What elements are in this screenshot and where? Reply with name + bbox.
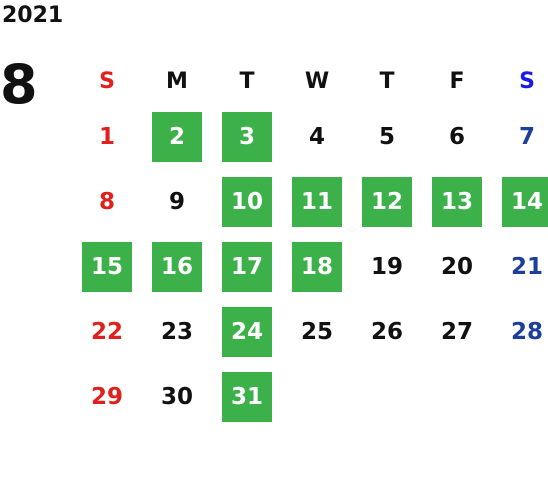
day-cell[interactable]: 30: [142, 364, 212, 429]
day-cell[interactable]: 31: [212, 364, 282, 429]
day-number: 18: [292, 241, 342, 292]
day-number: 27: [440, 318, 473, 345]
day-cell[interactable]: 20: [422, 234, 492, 299]
day-number: 2: [152, 111, 202, 162]
day-number: 29: [90, 383, 123, 410]
day-cell[interactable]: 18: [282, 234, 352, 299]
day-cell[interactable]: 27: [422, 299, 492, 364]
weekday-header: S: [99, 68, 115, 94]
day-cell[interactable]: 6: [422, 104, 492, 169]
day-cell[interactable]: 14: [492, 169, 548, 234]
day-cell[interactable]: 23: [142, 299, 212, 364]
day-number: 22: [90, 318, 123, 345]
day-number: 14: [502, 176, 548, 227]
day-number: 16: [152, 241, 202, 292]
day-number: 21: [510, 253, 543, 280]
day-cell[interactable]: 9: [142, 169, 212, 234]
day-cell[interactable]: 11: [282, 169, 352, 234]
weekday-header: M: [166, 68, 188, 94]
day-number: 11: [292, 176, 342, 227]
day-cell[interactable]: 16: [142, 234, 212, 299]
day-cell[interactable]: 22: [72, 299, 142, 364]
day-cell[interactable]: 25: [282, 299, 352, 364]
day-cell[interactable]: 19: [352, 234, 422, 299]
day-number: 28: [510, 318, 543, 345]
empty-cell: [422, 364, 492, 429]
weekday-header: S: [519, 68, 535, 94]
day-number: 19: [370, 253, 403, 280]
day-cell[interactable]: 28: [492, 299, 548, 364]
day-number: 24: [222, 306, 272, 357]
calendar-year: 2021: [2, 3, 64, 28]
day-number: 15: [82, 241, 132, 292]
empty-cell: [352, 364, 422, 429]
day-number: 30: [160, 383, 193, 410]
day-number: 6: [448, 123, 465, 150]
day-number: 9: [168, 188, 185, 215]
day-number: 4: [308, 123, 325, 150]
day-number: 7: [518, 123, 535, 150]
day-number: 17: [222, 241, 272, 292]
empty-cell: [282, 364, 352, 429]
day-cell[interactable]: 29: [72, 364, 142, 429]
day-cell[interactable]: 26: [352, 299, 422, 364]
day-cell[interactable]: 1: [72, 104, 142, 169]
day-cell[interactable]: 8: [72, 169, 142, 234]
day-number: 12: [362, 176, 412, 227]
day-cell[interactable]: 24: [212, 299, 282, 364]
day-cell[interactable]: 3: [212, 104, 282, 169]
day-number: 31: [222, 371, 272, 422]
day-number: [362, 372, 412, 422]
day-number: 13: [432, 176, 482, 227]
day-number: 20: [440, 253, 473, 280]
day-number: [502, 372, 548, 422]
calendar-month: 8: [0, 53, 38, 116]
day-number: 8: [98, 188, 115, 215]
day-number: [292, 372, 342, 422]
day-cell[interactable]: 15: [72, 234, 142, 299]
day-number: 10: [222, 176, 272, 227]
weekday-header: F: [449, 68, 465, 94]
day-cell[interactable]: 12: [352, 169, 422, 234]
day-number: 3: [222, 111, 272, 162]
day-cell[interactable]: 21: [492, 234, 548, 299]
day-cell[interactable]: 17: [212, 234, 282, 299]
empty-cell: [492, 364, 548, 429]
weekday-header: T: [379, 68, 395, 94]
day-number: 25: [300, 318, 333, 345]
day-cell[interactable]: 5: [352, 104, 422, 169]
weekday-header: W: [304, 68, 330, 94]
day-cell[interactable]: 10: [212, 169, 282, 234]
day-number: 1: [98, 123, 115, 150]
day-number: 26: [370, 318, 403, 345]
day-number: [432, 372, 482, 422]
day-cell[interactable]: 2: [142, 104, 212, 169]
day-number: 23: [160, 318, 193, 345]
day-cell[interactable]: 13: [422, 169, 492, 234]
weekday-header: T: [239, 68, 255, 94]
day-cell[interactable]: 7: [492, 104, 548, 169]
day-cell[interactable]: 4: [282, 104, 352, 169]
day-number: 5: [378, 123, 395, 150]
